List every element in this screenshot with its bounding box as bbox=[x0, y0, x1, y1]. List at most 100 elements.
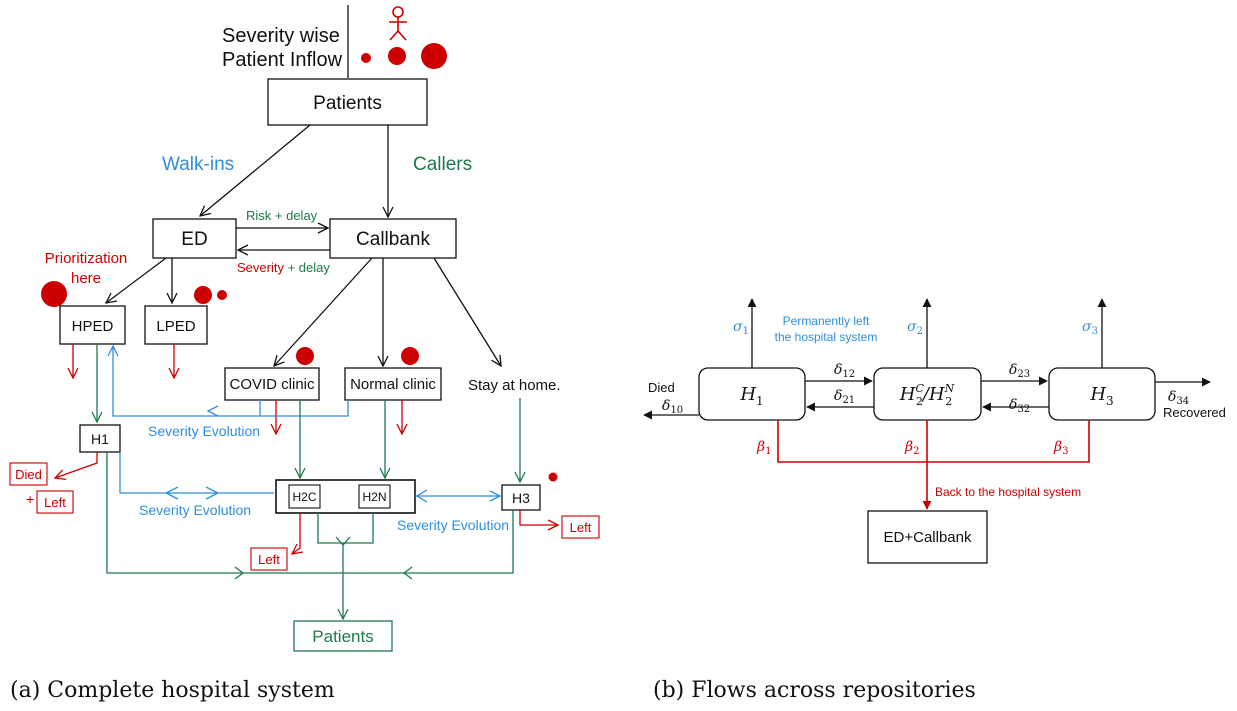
beta1-letter: β bbox=[756, 439, 765, 455]
delta34-sub: 34 bbox=[1176, 396, 1189, 407]
delta23-sub: 23 bbox=[1017, 369, 1030, 380]
delta10-letter: δ bbox=[662, 398, 670, 414]
h1-repo-label: H1 bbox=[739, 384, 763, 408]
h2-discharge-bracket bbox=[317, 513, 374, 544]
left-label-h3: Left bbox=[570, 520, 592, 535]
h2-repo-sup-n: N bbox=[944, 382, 955, 395]
h3-repo-letter: H bbox=[1089, 384, 1106, 405]
delta23-label: δ23 bbox=[1009, 362, 1030, 380]
h3-severity-dot bbox=[548, 472, 558, 482]
covid-severity-dot bbox=[296, 347, 314, 365]
severity-evolution-3: Severity Evolution bbox=[397, 517, 509, 533]
sigma3-letter: σ bbox=[1082, 319, 1092, 335]
perm-left-label-2: the hospital system bbox=[775, 330, 878, 344]
prioritization-label-2: here bbox=[71, 270, 101, 287]
patients-top-box bbox=[267, 78, 428, 126]
severity-word: Severity bbox=[237, 260, 284, 275]
left-box-h1 bbox=[36, 490, 74, 514]
callbank-box bbox=[329, 218, 457, 259]
severity-dot-small bbox=[361, 53, 371, 63]
callbank-label: Callbank bbox=[356, 229, 430, 250]
left-label-h1: Left bbox=[44, 495, 66, 510]
person-icon bbox=[389, 6, 407, 41]
patients-bottom-label: Patients bbox=[312, 627, 373, 646]
beta-return-line bbox=[777, 420, 1090, 463]
patients-top-label: Patients bbox=[313, 93, 382, 114]
ed-box bbox=[152, 218, 237, 259]
delta12-label: δ12 bbox=[834, 362, 855, 380]
h3-repo-label: H3 bbox=[1089, 384, 1113, 408]
severity-dot-medium bbox=[388, 47, 406, 65]
delta23-letter: δ bbox=[1009, 362, 1017, 378]
plus-delay-word: + delay bbox=[284, 260, 330, 275]
delta12-sub: 12 bbox=[842, 369, 855, 380]
delta21-sub: 21 bbox=[842, 395, 855, 406]
delta12-letter: δ bbox=[834, 362, 842, 378]
patients-bottom-box bbox=[293, 620, 393, 652]
recovered-label: Recovered bbox=[1163, 405, 1226, 420]
left-box-h3 bbox=[561, 515, 600, 539]
delta21-label: δ21 bbox=[834, 388, 855, 406]
complete-hospital-system: Severity wise Patient Inflow Patients Wa… bbox=[9, 5, 600, 703]
severity-delay-label: Severity + delay bbox=[237, 260, 330, 275]
h3-box bbox=[501, 484, 541, 511]
covid-clinic-box bbox=[224, 367, 320, 401]
beta1-label: β1 bbox=[756, 439, 771, 457]
perm-left-label-1: Permanently left bbox=[783, 314, 870, 328]
delta34-letter: δ bbox=[1168, 389, 1176, 405]
died-label-b: Died bbox=[648, 380, 675, 395]
beta2-label: β2 bbox=[904, 439, 919, 457]
h1-h2-evolution bbox=[119, 452, 274, 494]
stay-home-label: Stay at home. bbox=[468, 377, 561, 394]
hped-severity-dot bbox=[41, 281, 67, 307]
h3-label: H3 bbox=[512, 490, 530, 506]
hped-box bbox=[59, 305, 126, 345]
h2-repo-sub-2b: 2 bbox=[945, 395, 952, 408]
inflow-label-2: Patient Inflow bbox=[222, 49, 343, 71]
normal-severity-dot bbox=[401, 347, 419, 365]
left-box-h2 bbox=[250, 547, 288, 571]
prioritization-label-1: Prioritization bbox=[45, 250, 128, 267]
sigma1-letter: σ bbox=[733, 319, 743, 335]
clinic-to-hped-evolution bbox=[113, 346, 349, 417]
died-box bbox=[9, 462, 48, 486]
lped-label: LPED bbox=[156, 318, 195, 335]
severity-evolution-2: Severity Evolution bbox=[139, 502, 251, 518]
delta10-label: δ10 bbox=[662, 398, 683, 416]
h3-repo-sub: 3 bbox=[1106, 394, 1114, 408]
h1-box bbox=[79, 424, 121, 453]
h2-repo-letter: H bbox=[899, 384, 916, 405]
sigma1-label: σ1 bbox=[733, 319, 749, 337]
h2n-box bbox=[358, 484, 391, 509]
ed-callbank-label: ED+Callbank bbox=[884, 529, 972, 546]
beta3-letter: β bbox=[1053, 439, 1062, 455]
walkins-arrow bbox=[200, 124, 311, 216]
h2-left-arrow bbox=[292, 513, 300, 554]
risk-delay-label: Risk + delay bbox=[246, 208, 318, 223]
delta32-letter: δ bbox=[1009, 397, 1017, 413]
ed-callbank-box bbox=[867, 510, 988, 564]
lped-box bbox=[144, 305, 208, 345]
sigma3-label: σ3 bbox=[1082, 319, 1098, 337]
evolution-chevron-4 bbox=[415, 489, 428, 503]
beta1-sub: 1 bbox=[765, 446, 771, 457]
callbank-to-home-arrow bbox=[433, 257, 501, 366]
h1-label: H1 bbox=[91, 431, 109, 447]
evolution-chevron-1 bbox=[206, 405, 219, 417]
sigma3-sub: 3 bbox=[1092, 326, 1098, 337]
h2-repo-sup-c: C bbox=[915, 382, 924, 395]
beta2-letter: β bbox=[904, 439, 913, 455]
covid-clinic-label: COVID clinic bbox=[229, 376, 315, 393]
inflow-label-1: Severity wise bbox=[222, 25, 340, 47]
lped-severity-dot-2 bbox=[217, 290, 227, 300]
h2-repo-slash: /H bbox=[921, 384, 945, 405]
caption-b: (b) Flows across repositories bbox=[653, 678, 976, 703]
callbank-to-covid-arrow bbox=[274, 257, 373, 366]
h2n-label: H2N bbox=[362, 490, 386, 504]
h1-repo-sub: 1 bbox=[756, 394, 764, 408]
walkins-label: Walk-ins bbox=[162, 154, 234, 175]
delta32-label: δ32 bbox=[1009, 397, 1030, 415]
normal-clinic-label: Normal clinic bbox=[350, 376, 436, 393]
callers-label: Callers bbox=[413, 154, 472, 175]
